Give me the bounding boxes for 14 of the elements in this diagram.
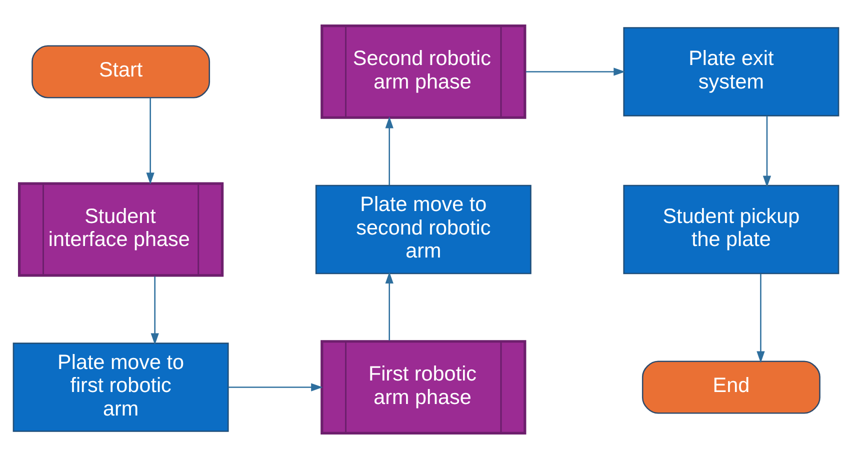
arrow xyxy=(146,97,154,184)
node-box: Plate move to second robotic arm xyxy=(315,184,532,274)
arrow xyxy=(385,271,394,340)
arrow xyxy=(762,116,772,187)
arrow xyxy=(526,67,626,76)
node-box: End xyxy=(642,360,820,414)
arrow xyxy=(228,382,323,391)
arrow xyxy=(150,276,159,344)
node-box: Plate move to first robotic arm xyxy=(12,342,229,432)
arrow xyxy=(385,116,394,185)
node-box: Plate exit system xyxy=(623,26,840,116)
node-box: Student pickup the plate xyxy=(623,184,840,274)
arrow xyxy=(756,273,765,362)
node-box: Start xyxy=(32,44,210,98)
